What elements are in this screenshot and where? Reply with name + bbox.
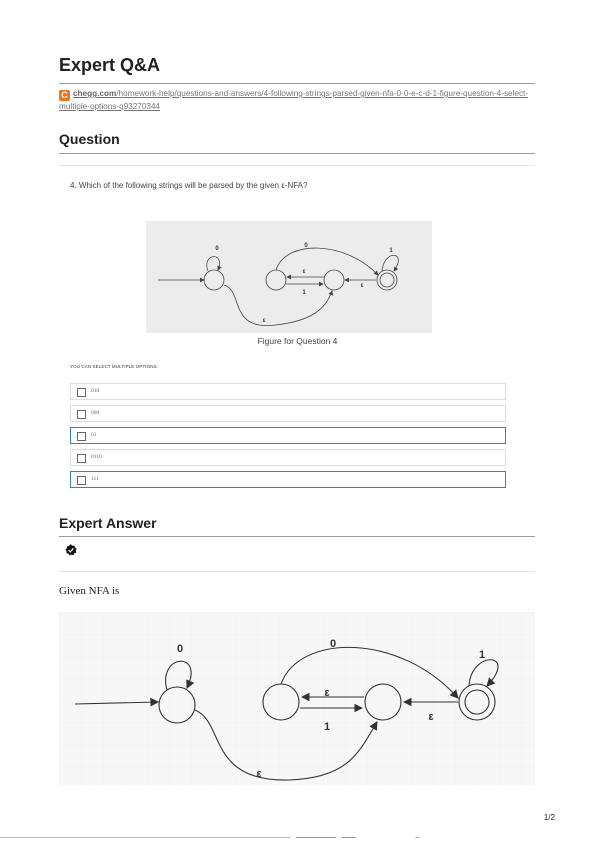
source-link-domain[interactable]: chegg.com bbox=[73, 89, 117, 98]
source-link-path[interactable]: /homework-help/questions-and-answers/4-f… bbox=[59, 89, 529, 111]
large-label-one-mid: 1 bbox=[324, 721, 330, 733]
answer-intro: Given NFA is bbox=[59, 585, 120, 597]
small-label-one-mid: 1 bbox=[302, 290, 306, 296]
checkbox[interactable] bbox=[77, 432, 86, 441]
chegg-logo-icon: C bbox=[59, 90, 70, 101]
option-label: 111 bbox=[91, 476, 99, 482]
verified-badge-icon bbox=[65, 544, 77, 556]
footer-edge-strip bbox=[0, 837, 420, 838]
nfa-diagram-large: 0 0 1 ε 1 ε ε bbox=[59, 612, 535, 785]
small-label-self-loop-final: 1 bbox=[389, 248, 393, 254]
page-title: Expert Q&A bbox=[59, 55, 161, 75]
option-label: 010 bbox=[91, 388, 100, 394]
option-0110[interactable]: 0110 bbox=[70, 449, 506, 466]
small-label-self-loop-start: 0 bbox=[215, 246, 219, 252]
option-000[interactable]: 000 bbox=[70, 405, 506, 422]
answer-heading: Expert Answer bbox=[59, 515, 157, 531]
option-111[interactable]: 111 bbox=[70, 471, 506, 488]
large-label-eps-bottom: ε bbox=[256, 768, 262, 780]
nfa-diagram-small: 0 0 1 ε 1 ε ε bbox=[158, 243, 399, 326]
checkbox[interactable] bbox=[77, 410, 86, 419]
checkbox[interactable] bbox=[77, 454, 86, 463]
large-label-eps-mid: ε bbox=[324, 687, 330, 699]
checkbox[interactable] bbox=[77, 476, 86, 485]
option-label: 0110 bbox=[91, 454, 102, 460]
large-label-self-loop-final: 1 bbox=[479, 649, 485, 661]
option-label: 000 bbox=[91, 410, 100, 416]
question-divider bbox=[59, 153, 535, 154]
option-label: 01 bbox=[91, 432, 97, 438]
option-010[interactable]: 010 bbox=[70, 383, 506, 400]
question-text: 4. Which of the following strings will b… bbox=[70, 181, 308, 190]
page-number: 1/2 bbox=[543, 813, 555, 822]
title-divider bbox=[59, 83, 535, 84]
small-label-eps-bottom: ε bbox=[263, 318, 266, 324]
answer-subdivider bbox=[59, 571, 535, 572]
options-instruction: YOU CAN SELECT MULTIPLE OPTIONS: bbox=[70, 364, 159, 369]
question-subdivider bbox=[59, 165, 535, 166]
large-label-self-loop-start: 0 bbox=[177, 643, 183, 655]
small-label-top-arc: 0 bbox=[304, 243, 308, 249]
small-label-eps-right: ε bbox=[361, 283, 364, 289]
option-01[interactable]: 01 bbox=[70, 427, 506, 444]
answer-figure: 0 0 1 ε 1 ε ε bbox=[59, 612, 535, 785]
checkbox[interactable] bbox=[77, 388, 86, 397]
answer-divider bbox=[59, 536, 535, 537]
small-label-eps-mid: ε bbox=[303, 269, 306, 275]
question-figure: 0 0 1 ε 1 ε ε bbox=[146, 221, 432, 333]
large-label-eps-right: ε bbox=[428, 711, 434, 723]
question-heading: Question bbox=[59, 131, 120, 147]
figure-caption: Figure for Question 4 bbox=[257, 336, 338, 346]
large-label-top-arc: 0 bbox=[330, 638, 336, 650]
